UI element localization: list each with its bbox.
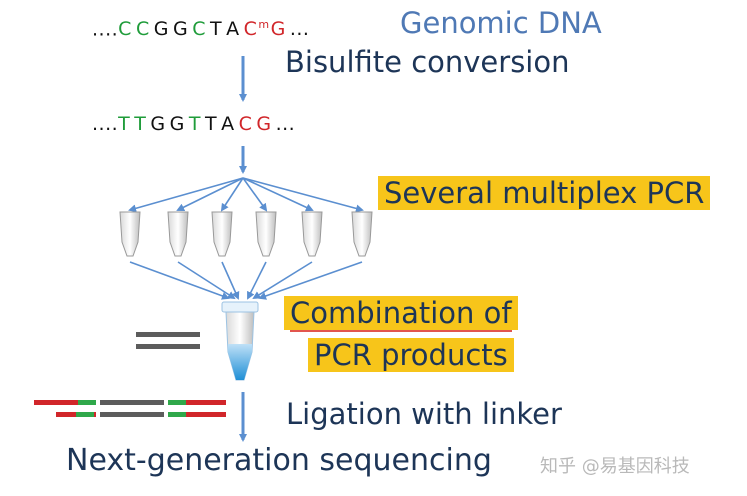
pcr-tube-2 — [167, 211, 189, 257]
fan-out-arrows — [128, 177, 364, 213]
pcr-tube-5 — [301, 211, 323, 257]
genomic-seq-suffix: ... — [289, 18, 310, 41]
genomic-seq-base-2: C — [135, 18, 150, 41]
converted-seq-base-3: G — [150, 113, 166, 135]
converted-seq-base-2: T — [134, 113, 147, 135]
genomic-seq-methyl-mark: m — [258, 18, 270, 31]
genomic-dna-label: Genomic DNA — [400, 6, 602, 40]
combination-label: Combination of — [284, 296, 518, 332]
ligated-fragments — [34, 400, 226, 417]
genomic-seq-base-1: C — [118, 18, 132, 41]
pcr-tube-3 — [211, 211, 233, 257]
converted-seq-base-5: T — [188, 113, 201, 135]
converted-seq-base-7: A — [221, 113, 235, 135]
combined-tube — [221, 301, 259, 381]
pcr-tube-6 — [351, 211, 373, 257]
genomic-seq-prefix: .... — [92, 18, 119, 41]
ligation-label: Ligation with linker — [286, 397, 562, 431]
converted-seq-suffix: ... — [275, 113, 296, 135]
pcr-tubes — [119, 211, 373, 257]
genomic-seq-base-3: G — [153, 18, 169, 41]
genomic-seq-base-5: C — [192, 18, 206, 41]
genomic-seq-base-9: G — [270, 18, 286, 41]
genomic-seq-base-7: A — [226, 18, 240, 41]
watermark: 知乎 @易基因科技 — [540, 456, 690, 477]
genomic-seq-base-6: T — [209, 18, 223, 41]
pcr-tube-1 — [119, 211, 141, 257]
multiplex-pcr-label: Several multiplex PCR — [378, 176, 711, 210]
genomic-seq-base-4: G — [172, 18, 189, 41]
combination-label-text: Combination of — [290, 296, 512, 332]
bisulfite-conversion-label: Bisulfite conversion — [285, 45, 570, 79]
pcr-products-label: PCR products — [308, 338, 514, 372]
pcr-tube-4 — [255, 211, 277, 257]
converted-seq-base-4: G — [169, 113, 185, 135]
converge-arrows — [129, 261, 363, 300]
pcr-product-bars — [136, 332, 200, 349]
converted-seq-base-9: G — [256, 113, 272, 135]
converted-seq-base-8: C — [238, 113, 253, 135]
converted-seq-base-1: T — [118, 113, 131, 135]
genomic-seq-base-8: C — [243, 18, 258, 41]
converted-seq-prefix: .... — [92, 113, 119, 135]
converted-seq-base-6: T — [204, 113, 218, 135]
ngs-label: Next-generation sequencing — [66, 443, 492, 478]
